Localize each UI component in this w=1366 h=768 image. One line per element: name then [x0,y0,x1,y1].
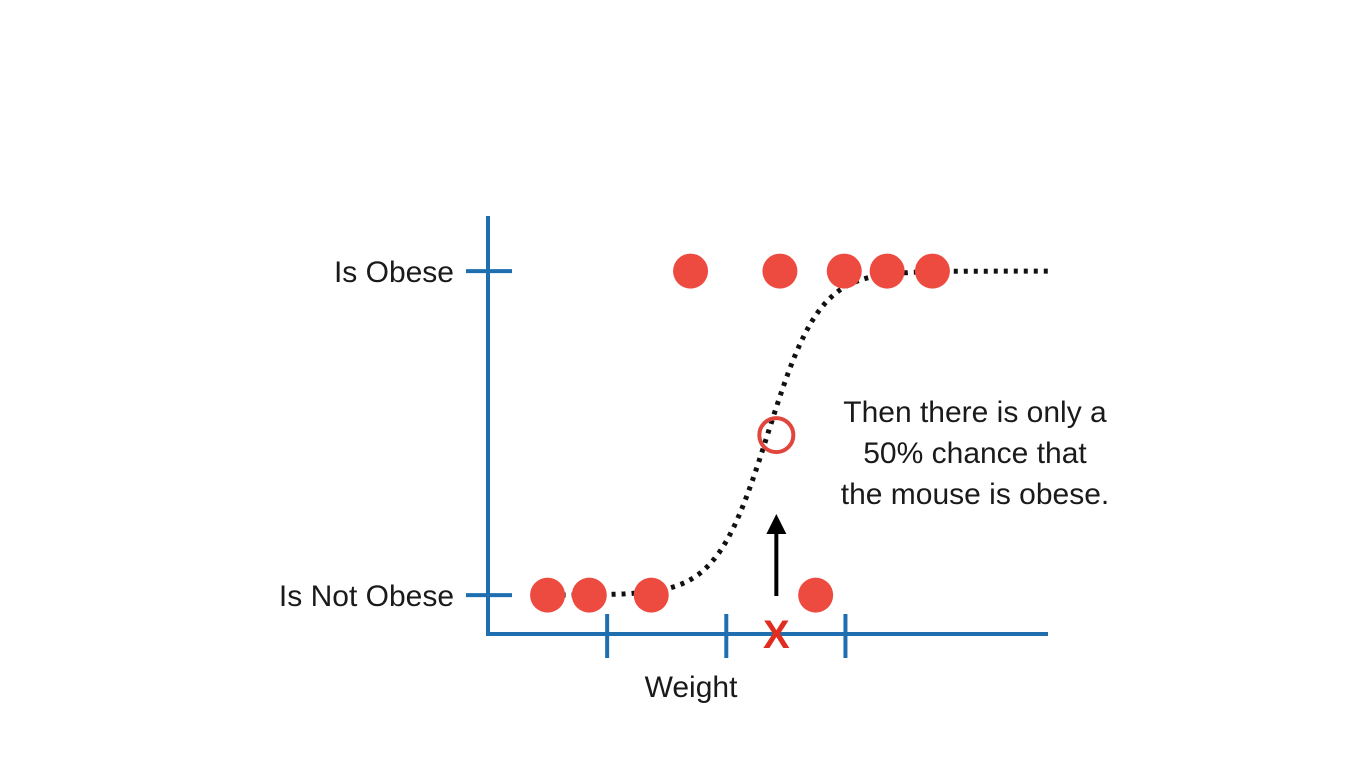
annotation: Then there is only a 50% chance that the m… [841,396,1110,511]
annotation-line: the mouse is obese. [841,478,1110,511]
logistic-curve [541,268,1048,598]
data-point [826,253,862,289]
y-tick-labels: Is Not Obese Is Obese [279,256,454,613]
data-point [673,253,709,289]
data-point [762,253,798,289]
probability-marker-circle [757,416,796,455]
annotation-line: 50% chance that [863,437,1087,470]
axes [466,216,1048,658]
points-layer [530,253,950,613]
y-tick-label: Is Not Obese [279,580,454,613]
x-axis-label: Weight [645,671,738,704]
data-point [869,253,905,289]
curve-layer [541,268,1048,598]
marker-layer: X [757,416,796,657]
data-point [633,577,669,613]
new-sample-x-marker: X [763,613,790,657]
data-point [798,577,834,613]
annotation-line: Then there is only a [843,396,1107,429]
data-point [571,577,607,613]
data-point [530,577,566,613]
arrow-head [766,514,787,534]
data-point [914,253,950,289]
y-tick-label: Is Obese [334,256,454,289]
